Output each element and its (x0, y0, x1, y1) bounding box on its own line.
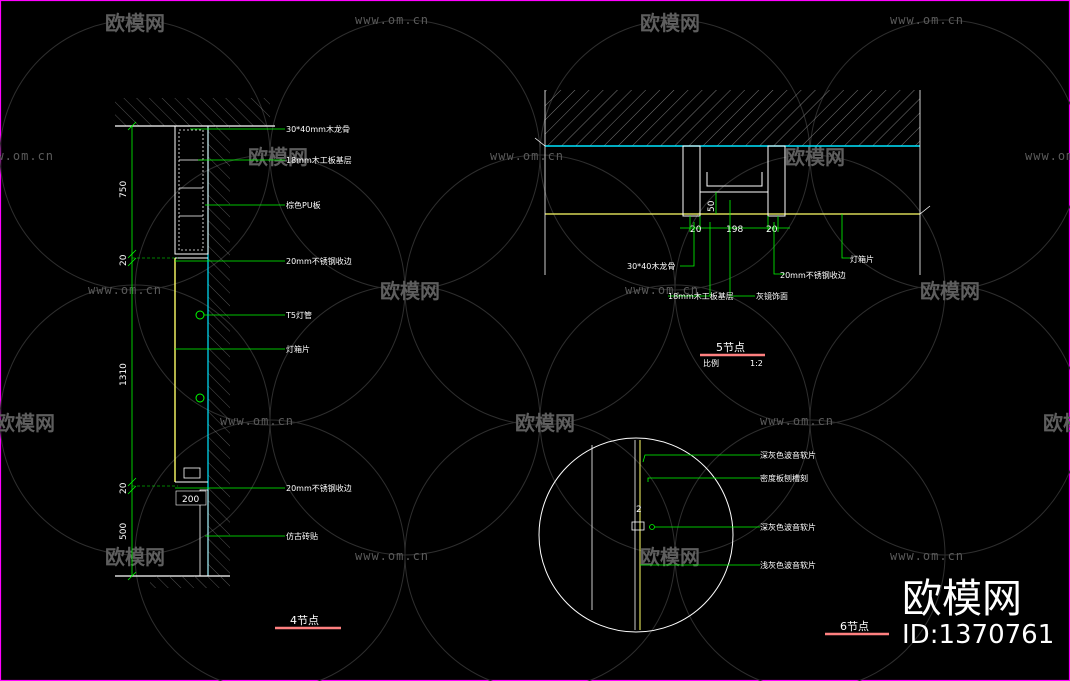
node4-label-t5: T5灯管 (285, 310, 312, 320)
node5-scale-value: 1:2 (750, 359, 763, 368)
watermark-url: www.om.cn (760, 414, 834, 428)
node6-leaders (640, 454, 760, 566)
node5-ceiling-hatch (545, 90, 920, 146)
watermark-brand: 欧模网 (105, 11, 165, 35)
node5-dim-20b: 20 (766, 225, 778, 235)
brand-logo-text: 欧模网 (902, 576, 1022, 622)
watermark-url: www.om.cn (890, 13, 964, 27)
watermark-brand: 欧模网 (380, 279, 440, 303)
watermark-url: www.om.cn (490, 149, 564, 163)
node6-label-3: 深灰色波音软片 (760, 522, 816, 532)
watermark-url: www.om.cn (890, 549, 964, 563)
watermark-brand: 欧模网 (515, 411, 575, 435)
watermark-texts: www.om.cn www.om.cn www.om.cn www.om.cn … (0, 11, 1070, 569)
node5-label-joist: 30*40木龙骨 (627, 261, 675, 271)
node4-ceiling-hatch (115, 98, 270, 126)
node6-groove (631, 521, 645, 531)
watermark-url: www.om.cn (355, 13, 429, 27)
node4-dim-1310: 1310 (119, 363, 129, 386)
node5-label-board: 18mm木工板基层 (668, 291, 734, 301)
watermark-brand: 欧模网 (248, 145, 308, 169)
node5-dim-198: 198 (726, 225, 743, 235)
watermark-url: www.om.cn (88, 283, 162, 297)
node6-label-4: 浅灰色波音软片 (760, 560, 816, 570)
node4-dim-500: 500 (119, 523, 129, 540)
node4-dim-20a: 20 (119, 254, 129, 266)
watermark-brand: 欧模网 (640, 545, 700, 569)
node6-section: 2 深灰色波音软片 密度板刨槽刻 深灰色波音软片 浅灰色波音软片 6节点 (538, 437, 889, 636)
watermark-brand: 欧模网 (0, 411, 55, 435)
node4-label-tile: 仿古砖贴 (286, 531, 318, 541)
watermark-brand: 欧模网 (640, 11, 700, 35)
node4-dim-750: 750 (119, 181, 129, 198)
node6-title: 6节点 (840, 620, 869, 633)
node5-scale-label: 比例 (703, 358, 719, 368)
node5-dim-20a: 20 (690, 225, 702, 235)
brand-block: 欧模网 ID:1370761 (902, 576, 1054, 650)
watermark-url: www.om.cn (625, 283, 699, 297)
node5-section: 50 20 198 20 灯箱片 30*40木龙骨 18mm木工板基层 20mm… (534, 90, 931, 368)
node4-label-steel-bottom: 20mm不锈钢收边 (286, 483, 352, 493)
node4-dim-200: 200 (182, 495, 199, 505)
node5-label-black-mirror: 灰镜饰面 (756, 291, 788, 301)
node4-section: 750 20 1310 20 500 200 30*40mm木龙骨 18mm木工… (115, 98, 352, 630)
node5-label-steel-edge: 20mm不锈钢收边 (780, 270, 846, 280)
node5-leaders (668, 200, 850, 297)
watermark-brand: 欧模网 (1043, 411, 1070, 435)
node4-label-steel-top: 20mm不锈钢收边 (286, 256, 352, 266)
node4-leaders (175, 128, 285, 537)
node6-dim-2: 2 (636, 505, 642, 515)
node4-label-pu: 棕色PU板 (286, 200, 321, 210)
watermark-brand: 欧模网 (920, 279, 980, 303)
watermark-url: www.om.cn (1025, 149, 1070, 163)
node4-label-lightbox: 灯箱片 (286, 344, 310, 354)
node4-label-board: 18mm木工板基层 (286, 155, 352, 165)
brand-id: ID:1370761 (902, 620, 1054, 650)
node5-label-lightbox: 灯箱片 (850, 254, 874, 264)
watermark-brand: 欧模网 (785, 145, 845, 169)
node4-floor-hatch (150, 576, 230, 588)
node6-label-2: 密度板刨槽刻 (760, 473, 808, 483)
node4-wall-hatch (208, 126, 230, 576)
node4-title: 4节点 (290, 614, 319, 627)
watermark-url: www.om.cn (355, 549, 429, 563)
node5-channel (682, 145, 786, 217)
node4-dim-20b: 20 (119, 482, 129, 494)
node6-label-1: 深灰色波音软片 (760, 450, 816, 460)
node4-labels: 30*40mm木龙骨 18mm木工板基层 棕色PU板 20mm不锈钢收边 T5灯… (285, 124, 352, 541)
node4-upper-frame (174, 125, 209, 255)
watermark-circles (0, 19, 1070, 681)
node4-label-joist: 30*40mm木龙骨 (286, 124, 350, 134)
watermark-url: www.om.cn (220, 414, 294, 428)
node4-dimension-ticks (127, 121, 137, 581)
node6-detail-circle (538, 437, 734, 633)
node5-dim-50: 50 (707, 200, 717, 212)
watermark-brand: 欧模网 (105, 545, 165, 569)
node5-title: 5节点 (716, 341, 745, 354)
node4-upper-inner (178, 129, 204, 251)
watermark-url: www.om.cn (0, 149, 54, 163)
node4-skirting (199, 489, 209, 577)
t5-tube-icon (183, 310, 205, 479)
